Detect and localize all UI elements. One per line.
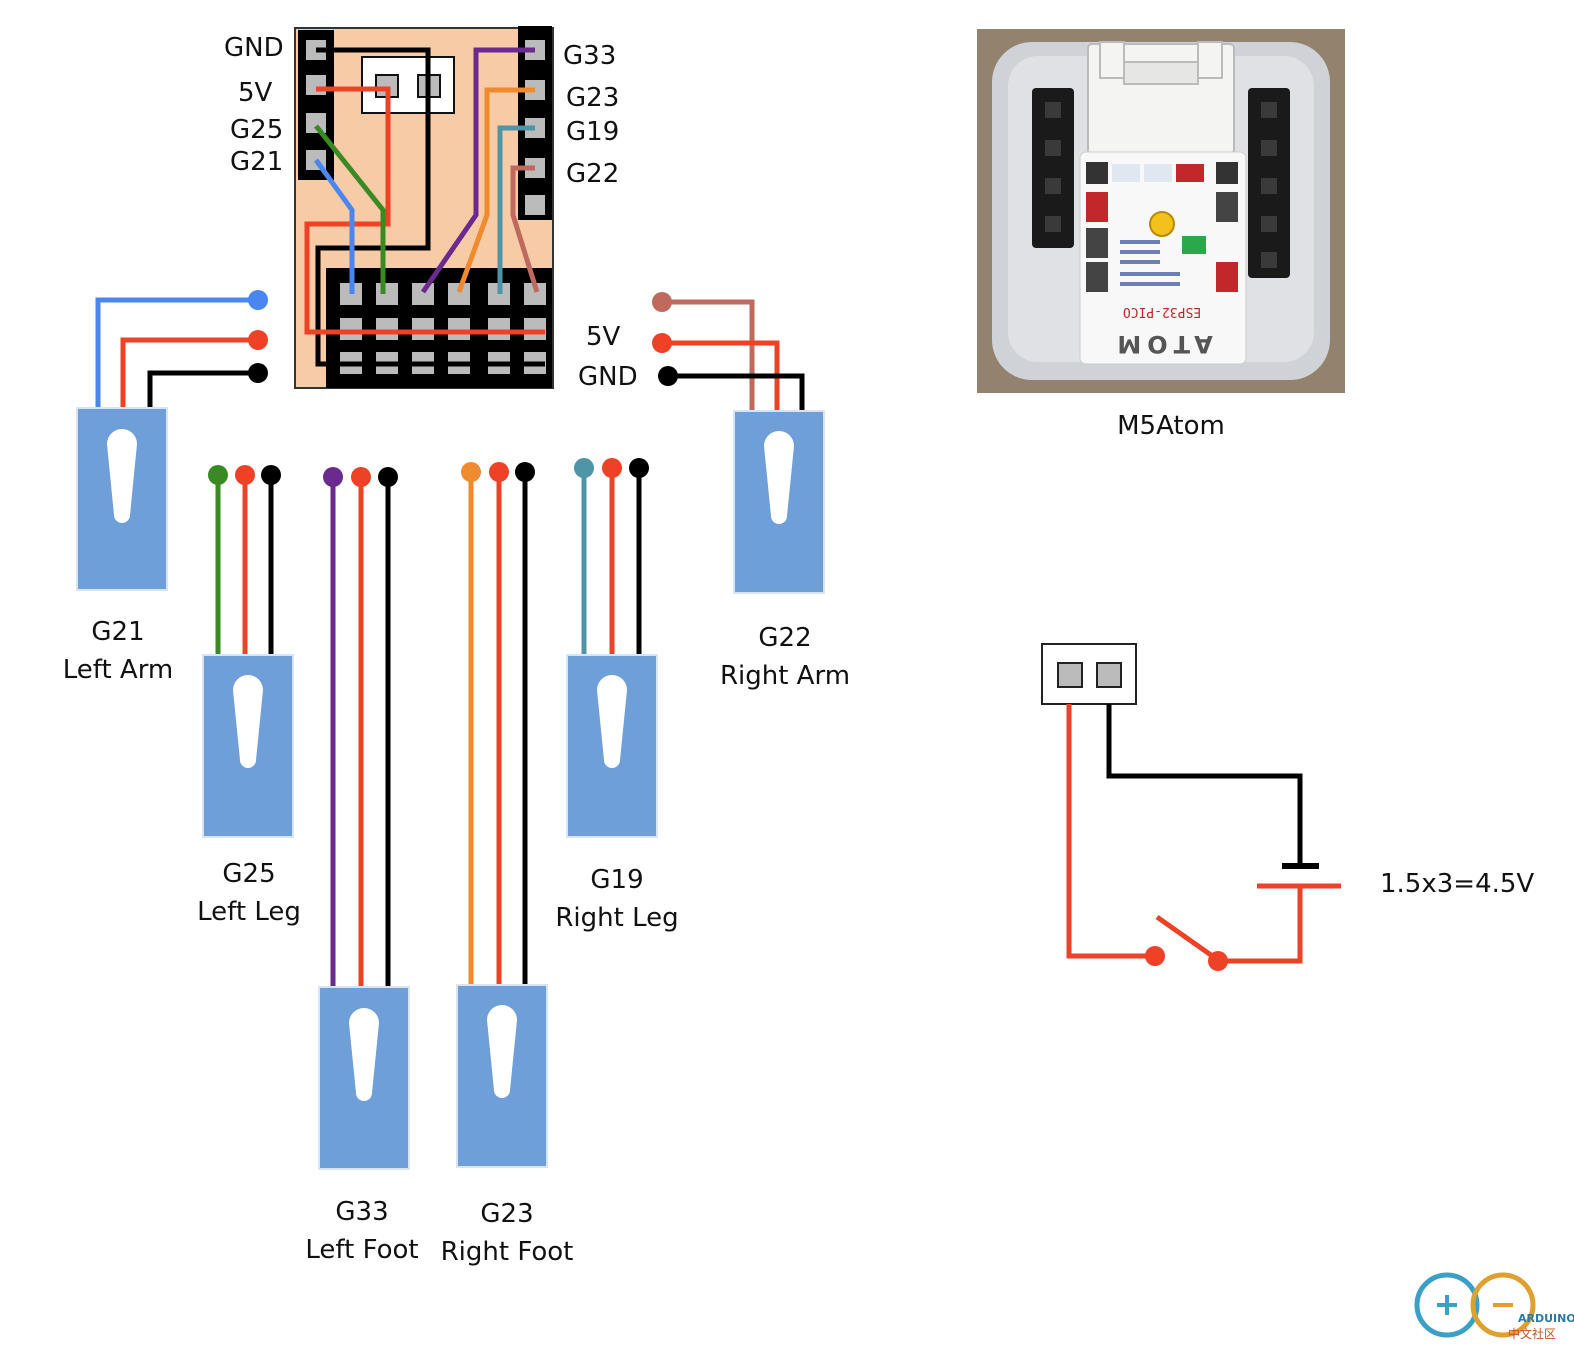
servo-left-arm [76, 290, 268, 591]
servo-right-foot [456, 462, 548, 1168]
servo-right-arm [652, 292, 825, 594]
battery-label: 1.5x3=4.5V [1380, 869, 1534, 899]
switch-icon [1155, 914, 1220, 963]
servo-name-left-leg: Left Leg [197, 897, 301, 927]
pin-label-g19: G19 [566, 117, 619, 147]
pin-label-g21: G21 [230, 147, 283, 177]
photo-caption: M5Atom [1117, 411, 1225, 441]
servo-right-leg [566, 458, 658, 838]
pin-label-g25: G25 [230, 115, 283, 145]
servo-horn-icon [597, 675, 627, 768]
servo-pin-g22: G22 [758, 623, 811, 653]
servo-name-right-leg: Right Leg [555, 903, 678, 933]
power-label-gnd: GND [578, 362, 638, 392]
servo-horn-icon [107, 429, 137, 523]
servo-name-right-arm: Right Arm [720, 661, 850, 691]
pin-label-g22: G22 [566, 159, 619, 189]
servo-left-leg [202, 465, 294, 838]
battery-circuit [1041, 643, 1341, 971]
chip-label: ESP32-PICO [1123, 304, 1201, 319]
pin-label-gnd: GND [224, 33, 284, 63]
servo-name-left-arm: Left Arm [63, 655, 174, 685]
servo-horn-icon [349, 1008, 379, 1101]
power-label-5v: 5V [586, 322, 621, 352]
servo-horn-icon [764, 431, 794, 524]
watermark-text: ARDUINO [1518, 1312, 1574, 1325]
servo-pin-g25: G25 [222, 859, 275, 889]
pcb-board [294, 26, 554, 389]
pin-label-5v: 5V [238, 78, 273, 108]
servo-horn-icon [487, 1005, 517, 1098]
servo-pin-g23: G23 [480, 1199, 533, 1229]
watermark-subtext: 中文社区 [1508, 1326, 1556, 1341]
pin-label-g23: G23 [566, 83, 619, 113]
servo-pin-g19: G19 [590, 865, 643, 895]
servo-left-foot [318, 467, 410, 1170]
pin-label-g33: G33 [563, 41, 616, 71]
servo-name-left-foot: Left Foot [305, 1235, 418, 1265]
servo-pin-g33: G33 [335, 1197, 388, 1227]
servo-pin-g21: G21 [91, 617, 144, 647]
arduino-logo [1414, 1272, 1536, 1338]
atom-brand: ATOM [1111, 330, 1212, 358]
m5atom-photo: ESP32-PICO ATOM [977, 29, 1345, 393]
servo-name-right-foot: Right Foot [441, 1237, 574, 1267]
servo-horn-icon [233, 675, 263, 768]
